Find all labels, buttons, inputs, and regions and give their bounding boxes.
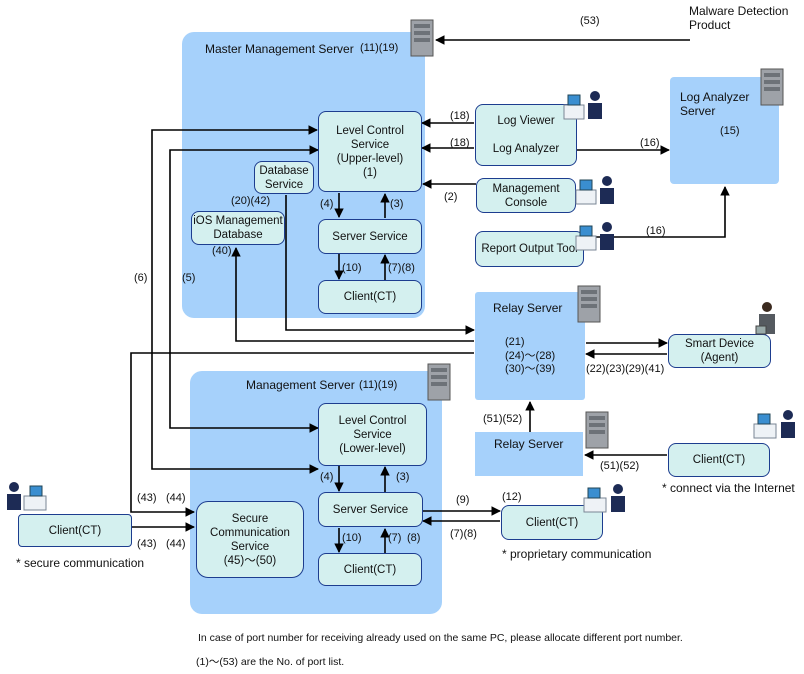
user-computer-icon [575,222,614,251]
port-label: (7)(8) [450,528,477,540]
port-label: (20)(42) [231,195,271,207]
port-label: (40) [212,245,232,257]
port-label: (18) [450,137,470,149]
master-server-ports: (11)(19) [360,42,399,54]
footnote-port-list: (1)～(53) are the No. of port list. [196,656,345,668]
port-label: (51)(52) [483,413,523,425]
port-label: (44) [166,492,186,504]
management-console: Management Console [476,178,576,213]
log-analyzer-server-title: Log Analyzer Server [680,90,750,118]
port-label: (7)(8) [388,262,415,274]
line-40 [231,247,474,342]
master-server-title: Master Management Server [205,42,354,56]
line-relay-secure [130,352,474,517]
port-label: (9) [456,494,470,506]
note-internet: * connect via the Internet [662,481,795,495]
level-control-upper: Level Control Service (Upper-level) (1) [318,111,422,192]
relay-server-upper-title: Relay Server [493,301,563,315]
smart-device-agent: Smart Device (Agent) [668,334,771,368]
port-label: (4) [320,471,334,483]
port-label: (3) [390,198,404,210]
server-service-mgmt: Server Service [318,492,423,527]
port-label: (4) [320,198,334,210]
port-label: (12) [502,491,522,503]
log-analyzer-server-ports: (15) [720,125,740,137]
user-computer-icon [7,482,47,511]
port-label: (16) [640,137,660,149]
port-label: (7) [388,532,402,544]
server-service-master: Server Service [318,219,422,254]
port-label: (10) [342,262,362,274]
user-computer-icon [575,176,614,205]
client-left: Client(CT) [18,514,132,547]
client-internet: Client(CT) [668,443,770,477]
line-5 [169,145,319,433]
log-viewer-analyzer: Log Viewer Log Analyzer [475,104,577,166]
relay-server-lower-title: Relay Server [494,437,564,451]
note-proprietary: * proprietary communication [502,547,652,561]
client-mgmt: Client(CT) [318,553,422,586]
relay-server-upper [475,292,585,400]
port-label: (3) [396,471,410,483]
port-label: (53) [580,15,600,27]
port-label: (6) [134,272,148,284]
secure-communication-service: Secure Communication Service (45)～(50) [196,501,304,578]
user-computer-icon [563,91,602,120]
server-icon [577,285,601,323]
server-icon [427,363,451,401]
user-device-icon [755,302,775,335]
port-label: (44) [166,538,186,550]
client-master: Client(CT) [318,280,422,314]
user-computer-icon [753,410,795,439]
ios-management-database: iOS Management Database [191,211,285,245]
port-label: (43) [137,492,157,504]
port-label: (8) [407,532,421,544]
user-computer-icon [583,484,625,513]
line-db-relay [285,195,475,335]
port-label: (18) [450,110,470,122]
report-output-tool: Report Output Tool [475,231,584,267]
relay-server-lower [475,432,583,476]
port-label: (16) [646,225,666,237]
port-label: (5) [182,272,196,284]
line-6 [151,125,319,474]
port-label: (22)(23)(29)(41) [586,363,665,375]
server-icon [410,19,434,57]
level-control-lower: Level Control Service (Lower-level) [318,403,427,466]
line-16b [583,186,730,238]
note-secure: * secure communication [16,556,145,570]
footnote-port-conflict: In case of port number for receiving alr… [198,632,683,644]
management-server-ports: (11)(19) [359,379,398,391]
port-label: (2) [444,191,458,203]
port-label: (10) [342,532,362,544]
relay-server-upper-ports: (21) (24)～(28) (30)～(39) [505,336,556,375]
malware-detection-product: Malware Detection Product [689,4,789,32]
port-label: (51)(52) [600,460,640,472]
port-label: (43) [137,538,157,550]
management-server-title: Management Server [246,378,355,392]
database-service: Database Service [254,161,314,194]
server-icon [760,68,784,106]
server-icon [585,411,609,449]
